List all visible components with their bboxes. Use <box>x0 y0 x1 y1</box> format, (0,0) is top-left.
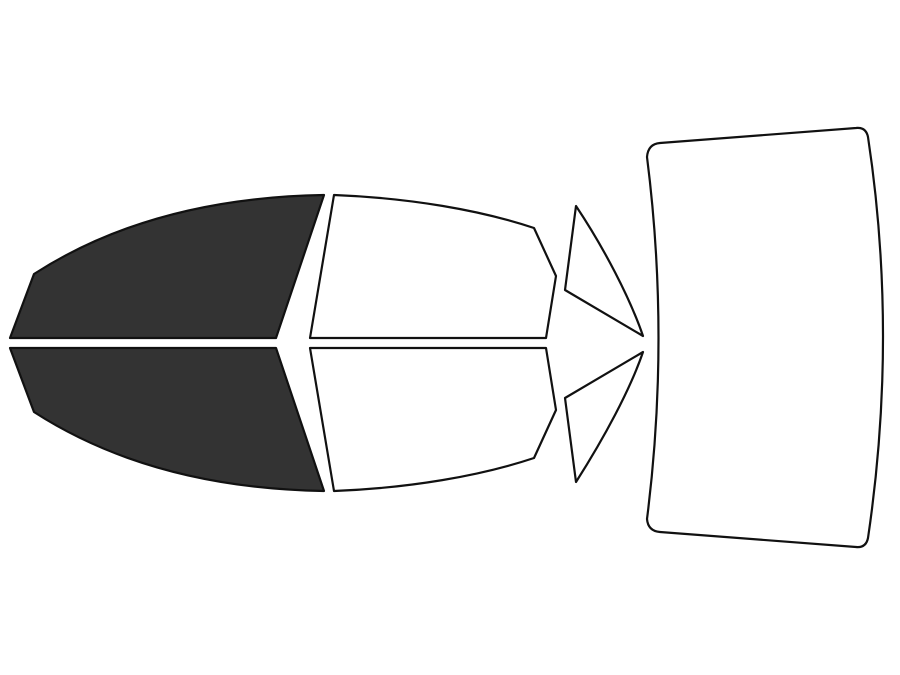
rear-left-door-window <box>308 193 558 340</box>
rear-right-quarter-window <box>563 350 645 484</box>
front-left-door-window <box>8 193 326 340</box>
rear-right-door-window <box>308 346 558 493</box>
rear-left-quarter-window <box>563 204 645 338</box>
front-right-door-window <box>8 346 326 493</box>
rear-windshield <box>645 126 885 549</box>
